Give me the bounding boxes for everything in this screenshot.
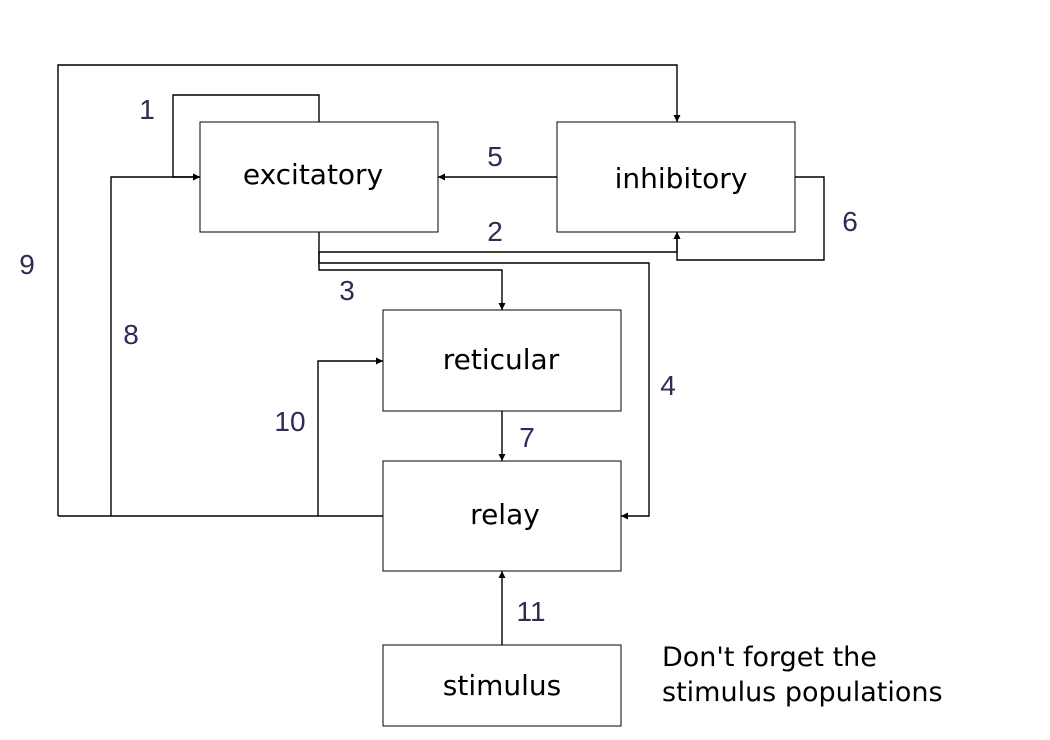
connection-3-label: 3	[339, 275, 355, 306]
connection-8-line	[110, 173, 200, 516]
node-stimulus: stimulus	[382, 644, 622, 727]
connection-1-label: 1	[139, 94, 155, 125]
stimulus-note: Don't forget the stimulus populations	[662, 640, 943, 710]
connection-6: 6	[673, 176, 858, 261]
connection-10-line	[317, 357, 383, 516]
node-reticular: reticular	[382, 309, 622, 412]
connection-11: 11	[498, 571, 546, 645]
connection-6-label: 6	[842, 206, 858, 237]
connection-6-line	[673, 176, 825, 261]
connection-5-label: 5	[487, 141, 503, 172]
connection-4: 4	[318, 252, 676, 520]
connection-10-label: 10	[274, 406, 305, 437]
connection-9-label: 9	[19, 249, 35, 280]
node-relay-box	[382, 460, 622, 572]
connection-9: 9	[19, 64, 681, 516]
node-inhibitory: inhibitory	[556, 121, 796, 233]
connection-9-line	[57, 64, 681, 516]
node-relay: relay	[382, 460, 622, 572]
stimulus-note-line-2: stimulus populations	[662, 677, 943, 708]
node-stimulus-label: stimulus	[443, 669, 561, 702]
node-excitatory-box	[199, 121, 439, 233]
connection-7-label: 7	[519, 422, 535, 453]
connection-3: 3	[318, 252, 506, 310]
node-relay-label: relay	[470, 498, 540, 531]
connection-5: 5	[438, 141, 557, 181]
node-inhibitory-label: inhibitory	[615, 162, 748, 195]
connection-2-label: 2	[487, 216, 503, 247]
connection-4-line	[318, 252, 650, 520]
connection-8: 8	[110, 173, 200, 516]
node-inhibitory-box	[556, 121, 796, 233]
node-stimulus-box	[382, 644, 622, 727]
connection-4-label: 4	[660, 370, 676, 401]
connection-7: 7	[498, 411, 535, 461]
node-excitatory: excitatory	[199, 121, 439, 233]
connection-11-label: 11	[516, 596, 545, 627]
connection-10: 10	[274, 357, 383, 516]
stimulus-note-line-1: Don't forget the	[662, 642, 877, 673]
connection-8-label: 8	[123, 319, 139, 350]
node-excitatory-label: excitatory	[243, 158, 383, 191]
node-reticular-label: reticular	[443, 343, 560, 376]
